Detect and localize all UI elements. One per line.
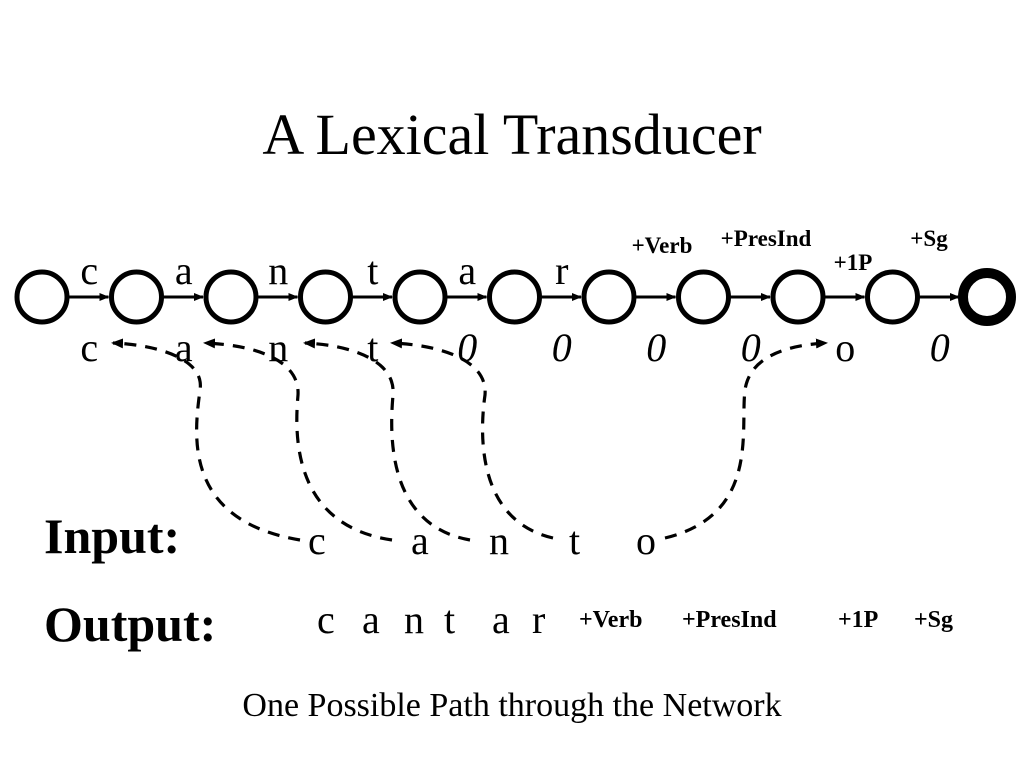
output-char: c xyxy=(317,597,335,642)
input-links xyxy=(111,338,828,542)
arc-upper-label: t xyxy=(367,248,378,293)
state-5 xyxy=(487,269,542,325)
state-4 xyxy=(392,269,448,325)
input-char: a xyxy=(411,518,429,563)
input-link-0 xyxy=(111,338,301,542)
arc-lower-label: c xyxy=(80,325,98,370)
arc-lower-label: 0 xyxy=(457,325,477,370)
arc-upper-label: +Verb xyxy=(632,233,693,258)
state-0 xyxy=(14,269,70,325)
arc-lower-label: 0 xyxy=(552,325,572,370)
output-tag: +Sg xyxy=(914,607,954,633)
state-6 xyxy=(581,269,637,325)
arc-lower-label: 0 xyxy=(646,325,666,370)
state-7 xyxy=(676,269,731,325)
output-tag: +1P xyxy=(838,607,879,633)
input-char: c xyxy=(308,518,326,563)
input-link-2 xyxy=(303,338,471,542)
state-1 xyxy=(109,269,164,325)
input-link-1 xyxy=(203,338,393,542)
input-char: o xyxy=(636,518,656,563)
slide-title: A Lexical Transducer xyxy=(262,102,762,167)
output-tag: +PresInd xyxy=(682,607,777,633)
arc-lower-label: t xyxy=(367,325,378,370)
final-state xyxy=(958,268,1016,326)
arc-upper-label: c xyxy=(80,248,98,293)
input-char: t xyxy=(569,518,581,563)
arc-lower-label: o xyxy=(835,325,855,370)
output-char: n xyxy=(404,597,424,642)
state-2 xyxy=(203,269,259,325)
arc-upper-label: a xyxy=(175,248,193,293)
arc-upper-label: a xyxy=(458,248,476,293)
output-char: t xyxy=(444,597,456,642)
arc-upper-label: n xyxy=(268,248,288,293)
output-label: Output: xyxy=(44,596,217,652)
arc-upper-label: r xyxy=(555,248,568,293)
arc-upper-label: +1P xyxy=(834,250,873,275)
slide-caption: One Possible Path through the Network xyxy=(242,687,782,724)
states xyxy=(14,268,1016,326)
output-tag: +Verb xyxy=(579,607,643,633)
arc-upper-label: +Sg xyxy=(910,226,948,251)
output-char: a xyxy=(492,597,510,642)
output-char: r xyxy=(532,597,546,642)
input-char: n xyxy=(489,518,509,563)
arc-lower-label: 0 xyxy=(930,325,950,370)
input-link-4 xyxy=(664,338,828,540)
input-link-3 xyxy=(390,338,554,540)
state-9 xyxy=(865,269,920,325)
arc-lower-label: n xyxy=(268,325,288,370)
arc-upper-label: +PresInd xyxy=(721,226,812,251)
state-3 xyxy=(298,269,353,325)
arc-lower-label: 0 xyxy=(741,325,761,370)
output-char: a xyxy=(362,597,380,642)
arc-lower-label: a xyxy=(175,325,193,370)
input-label: Input: xyxy=(44,508,181,564)
state-8 xyxy=(770,269,826,325)
